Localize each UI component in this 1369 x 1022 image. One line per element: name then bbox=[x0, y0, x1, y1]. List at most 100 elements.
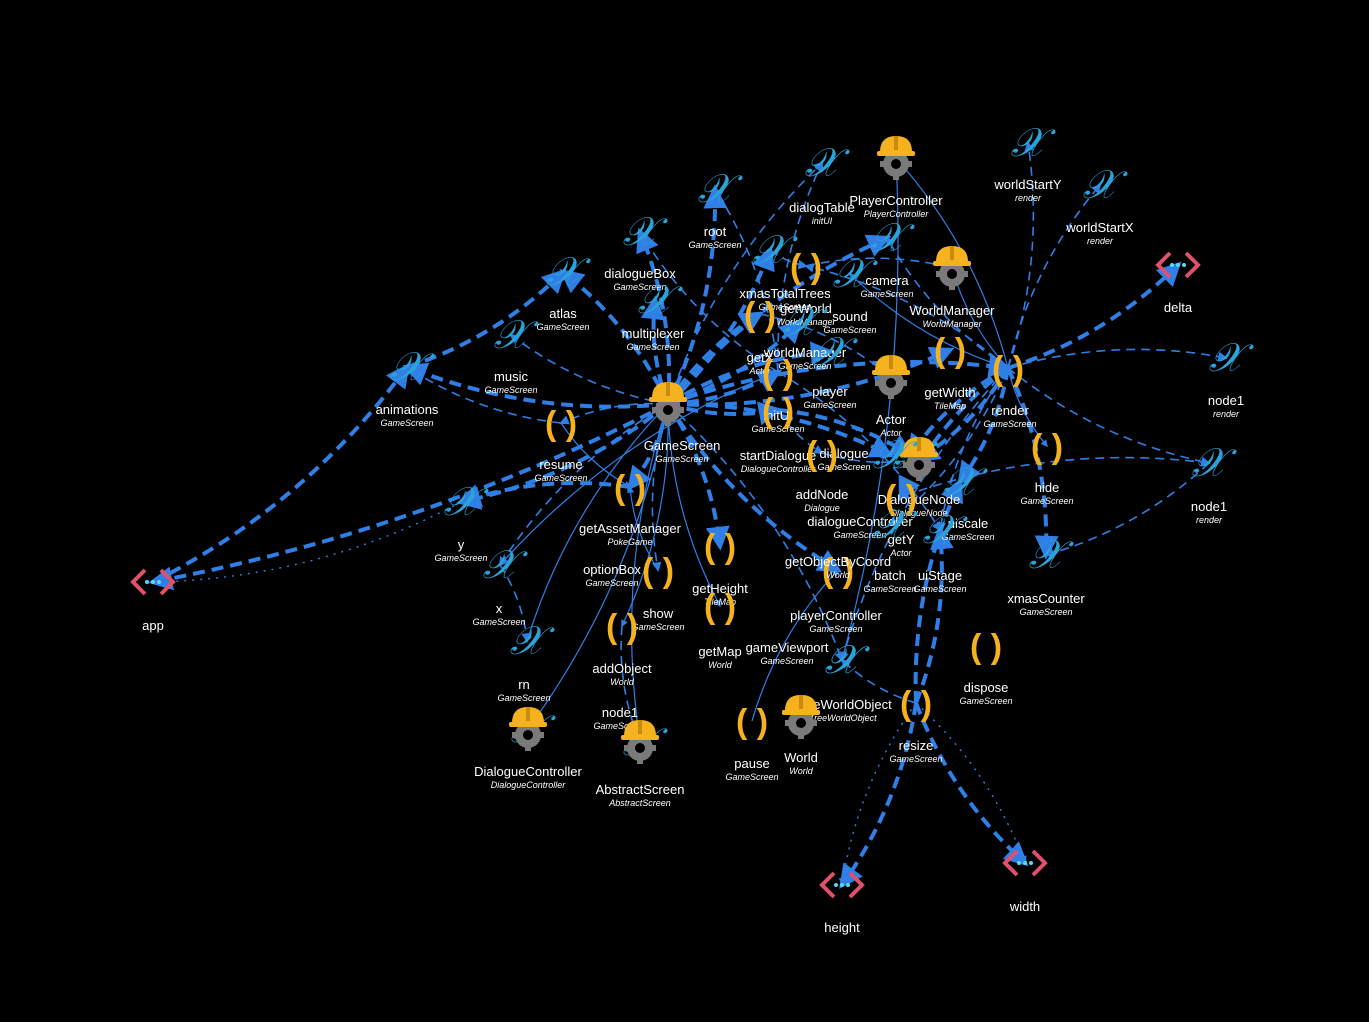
node-sublabel: GameScreen bbox=[983, 419, 1036, 429]
node-sublabel: GameScreen bbox=[484, 385, 537, 395]
method-parentheses-icon: ( ) bbox=[992, 350, 1024, 388]
edge-xmasTotalTrees-getWorld bbox=[769, 249, 808, 270]
node-sublabel: GameScreen bbox=[1019, 607, 1072, 617]
method-parentheses-icon: ( ) bbox=[545, 405, 577, 443]
node-sublabel: GameScreen bbox=[688, 240, 741, 250]
edge-GameScreen-app bbox=[148, 402, 669, 591]
node-label: PlayerController bbox=[849, 193, 943, 208]
node-label: dialogueController bbox=[807, 514, 913, 529]
node-label: addObject bbox=[592, 661, 652, 676]
node-delta[interactable]: delta bbox=[1156, 251, 1200, 315]
edge-playerController-PlayerControllerCls bbox=[841, 156, 900, 661]
node-label: hide bbox=[1035, 480, 1060, 495]
node-app[interactable]: app bbox=[131, 568, 175, 633]
node-sublabel: GameScreen bbox=[1020, 496, 1073, 506]
edge-GameScreen-node1c bbox=[631, 403, 669, 744]
node-sublabel: Dialogue bbox=[804, 503, 840, 513]
node-sublabel: WorldManager bbox=[922, 319, 982, 329]
edge-resize-uiStage bbox=[914, 525, 954, 704]
variable-x-icon: 𝒳 bbox=[1192, 440, 1238, 486]
variable-x-icon: 𝒳 bbox=[813, 329, 859, 375]
node-label: addNode bbox=[796, 487, 849, 502]
node-sublabel: GameScreen bbox=[778, 361, 831, 371]
node-sublabel: GameScreen bbox=[380, 418, 433, 428]
edge-resume-animations bbox=[405, 365, 562, 424]
node-sublabel: Actor bbox=[889, 548, 912, 558]
node-sublabel: GameScreen bbox=[626, 342, 679, 352]
variable-x-icon: 𝒳 bbox=[494, 312, 540, 358]
node-sublabel: PlayerController bbox=[864, 209, 930, 219]
method-parentheses-icon: ( ) bbox=[762, 354, 794, 392]
edge-app-animations bbox=[152, 363, 410, 584]
edge-startDialogue-dialogue bbox=[777, 408, 915, 458]
edge-getWorld-WorldManagerCls bbox=[805, 257, 954, 271]
node-width[interactable]: width bbox=[1003, 849, 1047, 914]
method-parentheses-icon: ( ) bbox=[970, 628, 1002, 666]
node-label: sound bbox=[832, 309, 867, 324]
node-sublabel: GameScreen bbox=[863, 584, 916, 594]
node-sublabel: Actor bbox=[879, 428, 902, 438]
edge-GameScreen-rn bbox=[527, 403, 669, 731]
edge-resize-uiscale bbox=[913, 477, 963, 704]
edge-GameScreen-initUI bbox=[667, 369, 783, 406]
node-label: dialogTable bbox=[789, 200, 855, 215]
node-height[interactable]: height bbox=[820, 871, 864, 935]
node-label: dialogueBox bbox=[604, 266, 676, 281]
node-label: dispose bbox=[964, 680, 1009, 695]
variable-x-icon: 𝒳 bbox=[444, 479, 490, 525]
node-label: getHeight bbox=[692, 581, 748, 596]
node-sublabel: World bbox=[708, 660, 732, 670]
edge-initUI-uiStage bbox=[777, 371, 942, 532]
node-label: gameViewport bbox=[746, 640, 829, 655]
edge-render-getWorld bbox=[804, 263, 1009, 369]
node-sublabel: DialogueController bbox=[741, 464, 817, 474]
edge-GameScreen-animations bbox=[402, 362, 669, 409]
node-sublabel: render bbox=[1015, 193, 1042, 203]
method-parentheses-icon: ( ) bbox=[704, 588, 736, 626]
edge-y-app bbox=[151, 501, 462, 587]
edge-GameScreen-addObject bbox=[621, 403, 669, 628]
